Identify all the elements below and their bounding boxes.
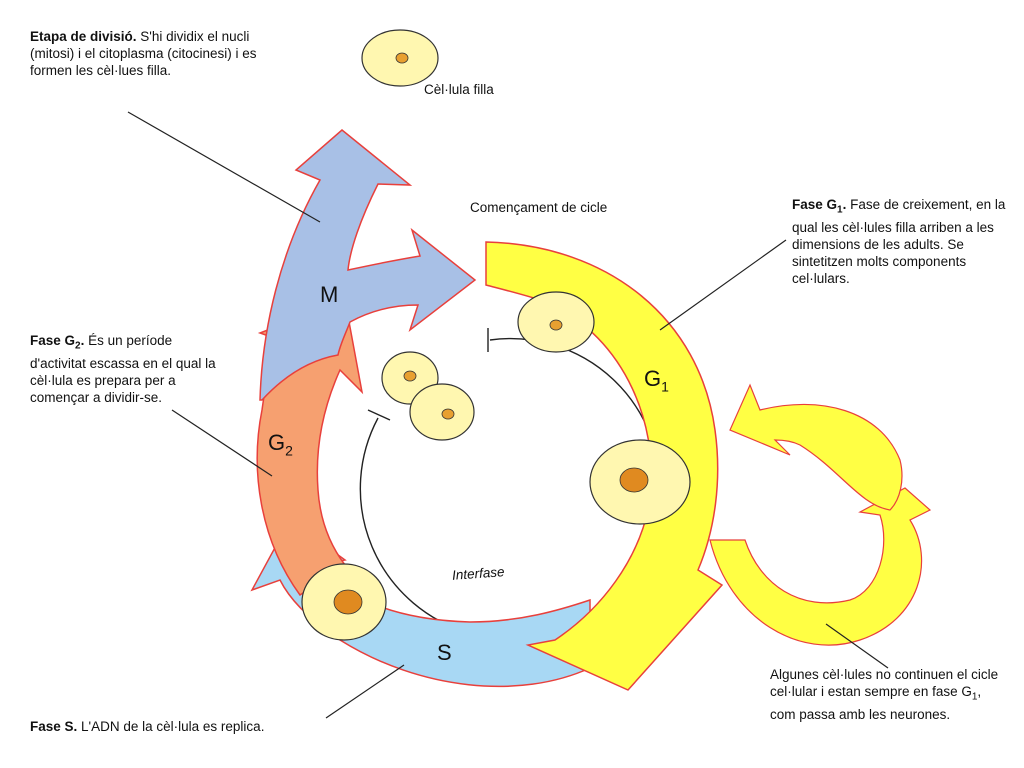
note-g0-text-a: Algunes cèl·lules no continuen el cicle … [770,667,999,699]
dividing-cell-b [409,383,475,441]
interphase-tick-left [367,409,391,421]
cycle-start-label: Començament de cicle [470,200,608,215]
leader-s [325,664,405,719]
note-s: Fase S. L'ADN de la cèl·lula es replica. [30,718,350,735]
s-phase-cell-nucleus [333,589,363,615]
note-g2: Fase G2. És un període d'activitat escas… [30,332,230,406]
g1-small-cell-nucleus [549,319,563,331]
phase-label-g1-letter: G [644,366,662,391]
phase-label-m: M [320,282,339,307]
phase-label-g2-letter: G [268,430,286,455]
note-g1-text: Fase de creixement, en la qual les cèl·l… [792,197,1006,286]
phase-label-s: S [437,640,452,665]
daughter-cell-nucleus [395,52,409,64]
g0-loop-top [729,383,903,511]
leader-division [127,111,321,223]
note-s-heading: Fase S. [30,719,78,734]
note-g1-heading: Fase G1. [792,197,847,216]
phase-label-g2-sub: 2 [285,442,293,459]
phase-label-g2: G2 [268,430,293,458]
g0-loop [709,487,932,646]
note-g2-text: És un període d'activitat escassa en el … [30,333,216,405]
leader-g1 [659,239,787,331]
leader-g0 [825,623,889,669]
dividing-cell-b-nucleus [441,408,455,420]
note-s-text: L'ADN de la cèl·lula es replica. [77,719,265,734]
note-g0: Algunes cèl·lules no continuen el cicle … [770,666,1010,723]
leader-g2 [171,409,273,477]
g1-large-cell-nucleus [619,467,649,493]
note-division: Etapa de divisió. S'hi dividix el nucli … [30,28,258,79]
note-g0-text-b: , com passa amb les neurones. [770,684,982,722]
note-g2-heading: Fase G2. [30,333,85,352]
daughter-cell-label: Cèl·lula filla [424,82,494,97]
dividing-cell-a-nucleus [403,370,417,382]
note-division-text: S'hi dividix el nucli (mitosi) i el cito… [30,29,257,78]
m-phase-band [259,129,477,401]
note-g1: Fase G1. Fase de creixement, en la qual … [792,196,1014,287]
phase-label-g1: G1 [644,366,669,394]
note-g0-sub: 1 [971,691,978,703]
note-division-heading: Etapa de divisió. [30,29,137,44]
phase-label-g1-sub: 1 [661,378,669,395]
